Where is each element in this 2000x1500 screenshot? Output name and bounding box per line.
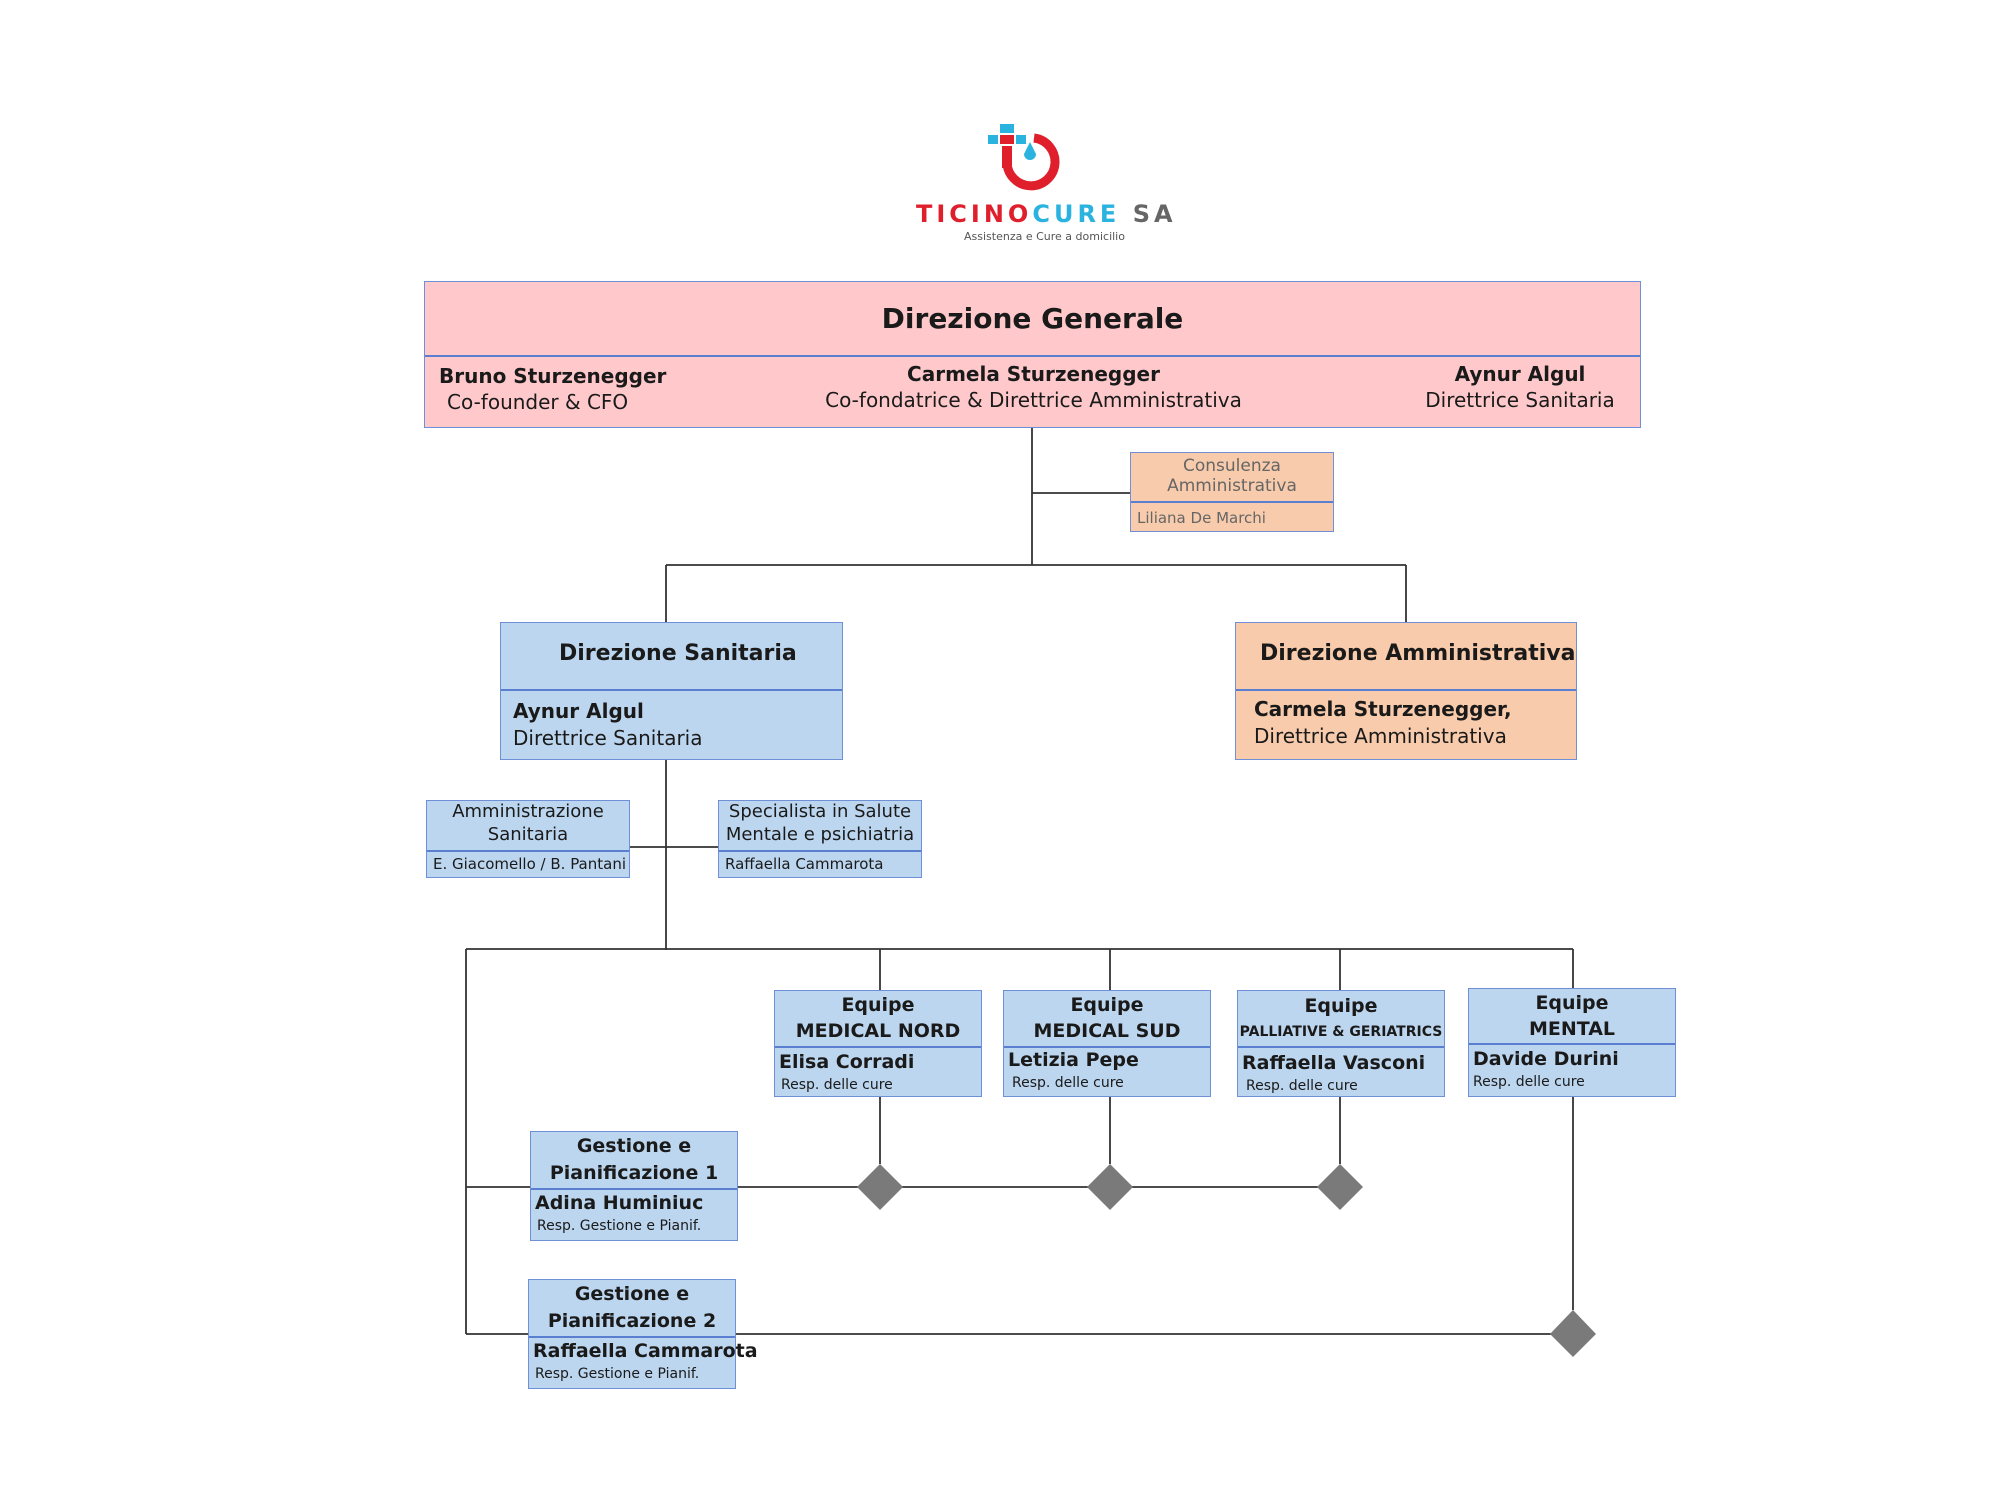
equipe-box-medical-sud: Equipe MEDICAL SUD Letizia Pepe Resp. de… (1003, 990, 1211, 1097)
gestione-pianificazione-2-box: Gestione e Pianificazione 2 Raffaella Ca… (528, 1279, 758, 1389)
direzione-generale-title: Direzione Generale (881, 302, 1184, 335)
divider (1236, 689, 1576, 691)
direzione-amministrativa-name: Carmela Sturzenegger, (1254, 697, 1512, 721)
member-role-1: Co-founder & CFO (447, 390, 629, 414)
member-role-3: Direttrice Sanitaria (1425, 388, 1615, 412)
logo-mark-icon (988, 124, 1060, 191)
amministrazione-title-line1: Amministrazione (452, 801, 604, 822)
divider (1131, 501, 1333, 503)
member-name-1: Bruno Sturzenegger (439, 364, 667, 388)
direzione-amministrativa-title: Direzione Amministrativa (1260, 641, 1576, 666)
equipe-box-medical-nord: Equipe MEDICAL NORD Elisa Corradi Resp. … (774, 990, 982, 1097)
equipe-name: MEDICAL NORD (795, 1020, 961, 1042)
divider (1004, 1046, 1210, 1048)
direzione-sanitaria-role: Direttrice Sanitaria (513, 726, 703, 750)
member-name-3: Aynur Algul (1454, 362, 1586, 386)
specialista-title-line2: Mentale e psichiatria (725, 824, 915, 845)
equipe-label: Equipe (841, 994, 915, 1016)
equipe-lead-name: Raffaella Vasconi (1242, 1052, 1426, 1074)
equipe-label: Equipe (1304, 995, 1378, 1017)
divider (719, 850, 921, 852)
connector-diamond-1 (857, 1164, 903, 1210)
equipe-lead-name: Davide Durini (1473, 1048, 1619, 1070)
gestione-lead-role: Resp. Gestione e Pianif. (535, 1366, 700, 1382)
equipe-label: Equipe (1535, 992, 1609, 1014)
gestione-title-line2: Pianificazione 1 (549, 1162, 719, 1184)
logo-word-ticino: TICINO (916, 200, 1033, 228)
direzione-sanitaria-name: Aynur Algul (513, 699, 644, 723)
direzione-generale-box: Direzione Generale Bruno Sturzenegger Co… (424, 281, 1641, 428)
company-logo: TICINOCURE SA Assistenza e Cure a domici… (900, 118, 1173, 248)
equipe-lead-role: Resp. delle cure (1246, 1078, 1358, 1094)
gestione-title-line2: Pianificazione 2 (547, 1310, 717, 1332)
divider (531, 1188, 737, 1190)
connector-diamond-2 (1087, 1164, 1133, 1210)
direzione-sanitaria-box: Direzione Sanitaria Aynur Algul Direttri… (500, 622, 843, 760)
logo-tagline: Assistenza e Cure a domicilio (964, 230, 1125, 243)
connector-diamond-4 (1550, 1310, 1596, 1357)
equipe-box-palliative-geriatrics: Equipe PALLIATIVE & GERIATRICS Raffaella… (1237, 990, 1445, 1097)
logo-word-sa: SA (1132, 200, 1177, 228)
divider (427, 850, 629, 852)
direzione-amministrativa-box: Direzione Amministrativa Carmela Sturzen… (1235, 622, 1577, 760)
equipe-lead-name: Elisa Corradi (779, 1051, 915, 1073)
amministrazione-person: E. Giacomello / B. Pantani (433, 855, 627, 873)
consulenza-title-line1: Consulenza (1183, 456, 1281, 476)
consulenza-title-line2: Amministrativa (1167, 476, 1297, 496)
equipe-name: PALLIATIVE & GERIATRICS (1239, 1024, 1443, 1040)
gestione-lead-role: Resp. Gestione e Pianif. (537, 1218, 702, 1234)
equipe-label: Equipe (1070, 994, 1144, 1016)
amministrazione-sanitaria-box: Amministrazione Sanitaria E. Giacomello … (426, 800, 630, 878)
gestione-lead-name: Raffaella Cammarota (533, 1340, 758, 1362)
equipe-name: MEDICAL SUD (1033, 1020, 1181, 1042)
divider (425, 355, 1640, 357)
specialista-box: Specialista in Salute Mentale e psichiat… (718, 800, 922, 878)
member-role-2: Co-fondatrice & Direttrice Amministrativ… (825, 388, 1242, 412)
gestione-title-line1: Gestione e (574, 1283, 690, 1305)
equipe-lead-name: Letizia Pepe (1008, 1049, 1139, 1071)
equipe-lead-role: Resp. delle cure (781, 1077, 893, 1093)
gestione-title-line1: Gestione e (576, 1135, 692, 1157)
divider (775, 1046, 981, 1048)
specialista-title-line1: Specialista in Salute (728, 801, 912, 822)
direzione-amministrativa-role: Direttrice Amministrativa (1254, 724, 1507, 748)
divider (529, 1336, 735, 1338)
equipe-name: MENTAL (1528, 1018, 1616, 1040)
equipe-lead-role: Resp. delle cure (1473, 1074, 1585, 1090)
divider (501, 689, 842, 691)
direzione-sanitaria-title: Direzione Sanitaria (559, 641, 797, 666)
gestione-lead-name: Adina Huminiuc (535, 1192, 704, 1214)
amministrazione-title-line2: Sanitaria (487, 824, 569, 845)
consulenza-person: Liliana De Marchi (1137, 509, 1266, 527)
gestione-pianificazione-1-box: Gestione e Pianificazione 1 Adina Humini… (530, 1131, 738, 1241)
divider (1469, 1043, 1675, 1045)
consulenza-amministrativa-box: Consulenza Amministrativa Liliana De Mar… (1130, 452, 1334, 532)
equipe-lead-role: Resp. delle cure (1012, 1075, 1124, 1091)
divider (1238, 1046, 1444, 1048)
specialista-person: Raffaella Cammarota (725, 855, 884, 873)
equipe-box-mental: Equipe MENTAL Davide Durini Resp. delle … (1468, 988, 1676, 1097)
member-name-2: Carmela Sturzenegger (907, 362, 1160, 386)
logo-word-cure: CURE (1032, 200, 1121, 228)
connector-diamond-3 (1317, 1164, 1363, 1210)
